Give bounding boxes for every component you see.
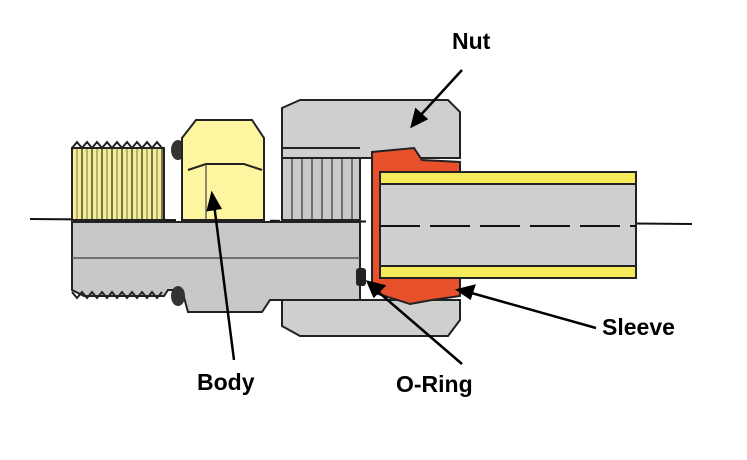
leader-arrows [206, 69, 597, 365]
o-ring [356, 268, 366, 286]
sleeve-label: Sleeve [602, 314, 675, 340]
body-arrow [212, 203, 236, 361]
oring-arrow [375, 289, 463, 365]
nut-arrow [417, 69, 463, 119]
tube [379, 171, 637, 279]
sleeve-arrow [467, 290, 597, 330]
nut-label: Nut [452, 28, 491, 54]
o-ring-label: O-Ring [396, 371, 473, 397]
body-hex [181, 119, 265, 221]
body-label: Body [197, 369, 255, 395]
body-thread-upper [71, 140, 165, 221]
